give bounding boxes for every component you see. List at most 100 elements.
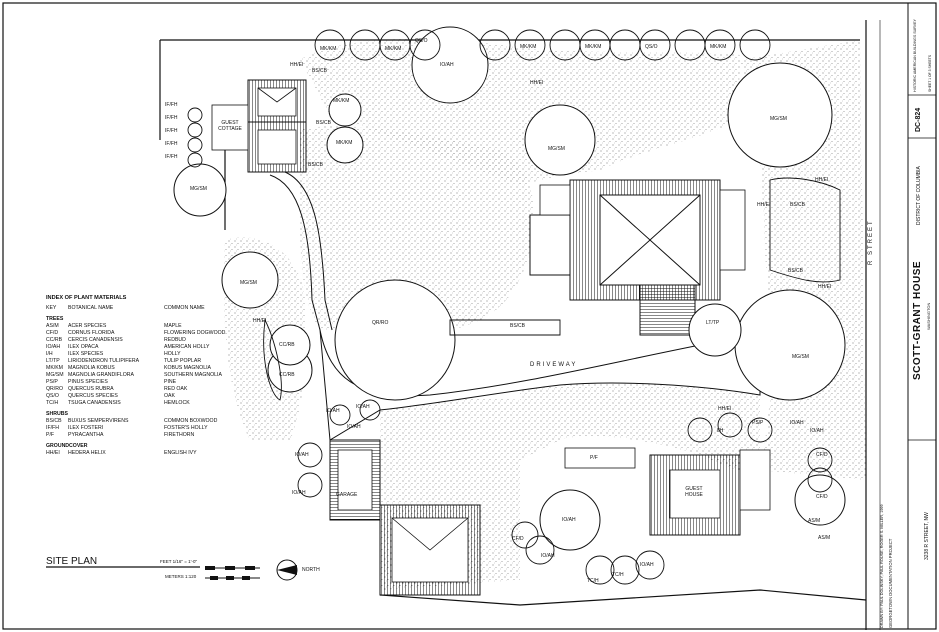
tag-mk-km-4: MK/KM — [585, 44, 602, 50]
sheet-number: SHEET 1 OF 3 SHEETS — [928, 54, 932, 92]
legend-common: RED OAK — [164, 386, 188, 392]
legend-common: COMMON BOXWOOD — [164, 418, 218, 424]
legend-key: P/F — [46, 432, 55, 438]
legend-key: QS/O — [46, 393, 59, 399]
legend-row: BS/CB BUXUS SEMPERVIRENS COMMON BOXWOOD — [46, 418, 286, 425]
tag-hh-ei-3: HH/EI — [815, 177, 829, 183]
tag-cf-d-3: CF/D — [512, 536, 524, 542]
tag-io-ah-2: IO/AH — [790, 420, 804, 426]
tag-io-ah-6: IO/AH — [640, 562, 654, 568]
tag-hh-ei-4: HH/EI — [757, 202, 771, 208]
north-label: NORTH — [302, 567, 320, 573]
tag-if-fh-5: IF/FH — [165, 154, 178, 160]
tag-io-ah-9: IO/AH — [326, 408, 340, 414]
survey-number: DC-824 — [915, 107, 922, 132]
tag-lt-tp: LT/TP — [706, 320, 720, 326]
tag-mk-km-3: MK/KM — [520, 44, 537, 50]
legend-col-key: KEY — [46, 305, 57, 311]
legend-heading: INDEX OF PLANT MATERIALS — [46, 295, 127, 301]
tag-bs-cb-2: BS/CB — [316, 120, 332, 126]
legend-key: QR/RO — [46, 386, 64, 392]
legend-key: PS/P — [46, 379, 58, 385]
garage — [329, 439, 481, 596]
legend-botanical: PINUS SPECIES — [68, 379, 108, 385]
legend-botanical: ILEX OPACA — [68, 344, 99, 350]
legend-common: REDBUD — [164, 337, 186, 343]
tag-mk-km-2: MK/KM — [385, 46, 402, 52]
legend-botanical: BUXUS SEMPERVIRENS — [68, 418, 129, 424]
house-name: SCOTT-GRANT HOUSE — [912, 260, 923, 380]
legend-common: HEMLOCK — [164, 400, 190, 406]
tag-mg-sm-1: MG/SM — [548, 146, 565, 152]
legend-botanical: PYRACANTHA — [68, 432, 104, 438]
tag-mk-km-7: MK/KM — [336, 140, 353, 146]
legend-key: CF/D — [46, 330, 59, 336]
tag-mg-sm-4: MG/SM — [240, 280, 257, 286]
tag-i-h: I/H — [717, 428, 724, 434]
small-trees — [187, 29, 833, 585]
legend-botanical: ACER SPECIES — [68, 323, 107, 329]
legend-common: FLOWERING DOGWOOD — [164, 330, 226, 336]
tag-cf-d-1: CF/D — [816, 452, 828, 458]
legend-shrubs-heading: SHRUBS — [46, 411, 68, 417]
tag-tc-h-1: TC/H — [587, 578, 599, 584]
lawn-west — [300, 126, 534, 330]
tree-canopies — [173, 26, 846, 551]
legend-common: AMERICAN HOLLY — [164, 344, 210, 350]
legend-botanical: ILEX SPECIES — [68, 351, 104, 357]
tag-hh-ei-6: HH/EI — [253, 318, 267, 324]
tag-if-fh-2: IF/FH — [165, 115, 178, 121]
tag-mg-sm-3: MG/SM — [190, 186, 207, 192]
legend-key: BS/CB — [46, 418, 62, 424]
scale-bar — [205, 566, 260, 580]
tag-tc-h-2: TC/H — [612, 572, 624, 578]
tag-mg-sm-2: MG/SM — [770, 116, 787, 122]
legend-botanical: QUERCUS RUBRA — [68, 386, 114, 392]
tag-bs-cb-4: BS/CB — [790, 202, 806, 208]
title-strip-border — [907, 2, 937, 630]
tag-bs-cb-3: BS/CB — [308, 162, 324, 168]
tag-hh-ei-7: HH/EI — [718, 406, 732, 412]
legend-common: ENGLISH IVY — [164, 450, 197, 456]
plant-legend: INDEX OF PLANT MATERIALS KEY BOTANICAL N… — [46, 295, 286, 457]
tag-bs-cb-1: BS/CB — [312, 68, 328, 74]
legend-key: IO/AH — [46, 344, 61, 350]
legend-key: MG/SM — [46, 372, 64, 378]
legend-common: MAPLE — [164, 323, 182, 329]
ivy-bed-north — [300, 38, 740, 186]
tag-cf-d-2: CF/D — [816, 494, 828, 500]
legend-col-botanical: BOTANICAL NAME — [68, 305, 114, 311]
tag-io-ah-1: IO/AH — [440, 62, 454, 68]
scale-feet-label: FEET 1/16" = 1'-0" — [160, 559, 198, 564]
walkway-curve — [269, 174, 321, 331]
district-label: DISTRICT OF COLUMBIA — [916, 166, 922, 225]
tag-cc-rb-1: CC/RB — [279, 342, 295, 348]
legend-common: PINE — [164, 379, 177, 385]
legend-key: HH/EI — [46, 450, 60, 456]
legend-botanical: LIRIODENDRON TULIPIFERA — [68, 358, 140, 364]
guest-cottage — [211, 79, 307, 173]
drawn-by: DRAWN BY: PAUL DOLINSKY, PAUL ROUSE, ROG… — [880, 504, 884, 628]
house-city: WASHINGTON — [926, 302, 931, 330]
legend-key: CC/RB — [46, 337, 63, 343]
tag-as-m-2: AS/M — [818, 535, 831, 541]
garage-label: GARAGE — [336, 492, 358, 498]
tag-if-fh-3: IF/FH — [165, 128, 178, 134]
legend-botanical: MAGNOLIA GRANDIFLORA — [68, 372, 135, 378]
legend-botanical: MAGNOLIA KOBUS — [68, 365, 115, 371]
property-wall — [159, 39, 867, 606]
tag-p-f: P/F — [590, 455, 598, 461]
legend-botanical: ILEX FOSTERI — [68, 425, 104, 431]
legend-key: I/H — [46, 351, 53, 357]
legend-botanical: QUERCUS SPECIES — [68, 393, 118, 399]
